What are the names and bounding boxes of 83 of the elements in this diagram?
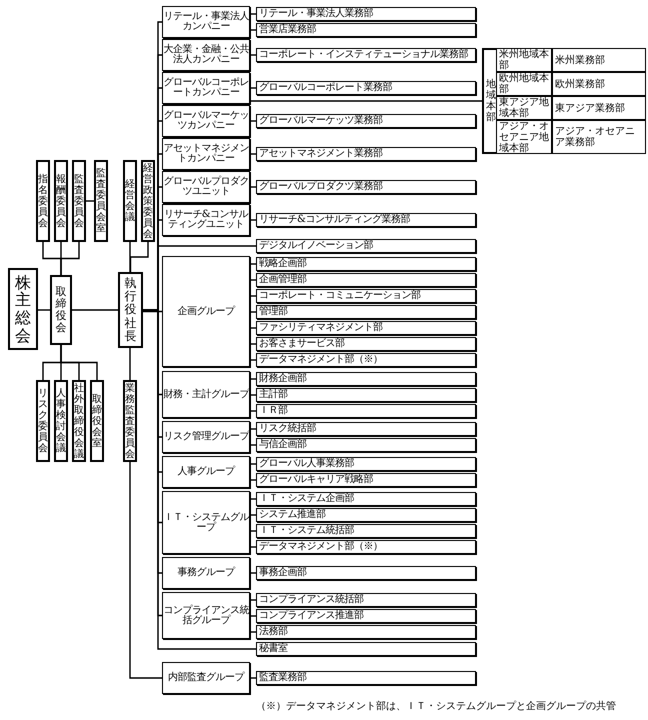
committee-box: 経営政策委員会: [141, 160, 155, 242]
region-cell: 欧州業務部: [552, 72, 646, 96]
department-box: 監査業務部: [256, 671, 476, 685]
department-box: リテール・事業法人業務部: [256, 7, 476, 21]
connector-line: [143, 310, 162, 312]
group-box: 大企業・金融・公共法人カンパニー: [162, 39, 250, 71]
vertical-label: 地域本部: [485, 78, 497, 125]
group-box: 事務グループ: [162, 557, 250, 589]
department-box: 営業店業務部: [256, 23, 476, 37]
connector-line: [60, 242, 80, 275]
department-box: デジタルイノベーション部: [256, 239, 476, 253]
department-box: ファシリティマネジメント部: [256, 321, 476, 335]
department-box: ＩＴ・システム企画部: [256, 492, 476, 506]
group-box: 企画グループ: [162, 256, 250, 367]
group-box: コンプライアンス統括グループ: [162, 592, 250, 639]
region-cell: 米州地域本部: [496, 48, 552, 72]
department-box: グローバル人事業務部: [256, 457, 476, 471]
department-box: グローバルマーケッツ業務部: [256, 114, 476, 128]
executive-box: 執行役社長: [118, 272, 143, 348]
department-box: 企画管理部: [256, 273, 476, 287]
department-box: ＩＴ・システム統括部: [256, 524, 476, 538]
committee-box: 取締役会室: [90, 380, 104, 462]
group-box: グローバルプロダクツユニット: [162, 171, 250, 203]
department-box: 法務部: [256, 625, 476, 639]
department-box: 財務企画部: [256, 372, 476, 386]
department-box: データマネジメント部（※）: [256, 540, 476, 554]
connector-line: [129, 348, 131, 380]
department-box: アセットマネジメント業務部: [256, 147, 476, 161]
group-box: 人事グループ: [162, 456, 250, 488]
department-box: 事務企画部: [256, 566, 476, 580]
connector-line: [130, 242, 149, 272]
committee-box: 社外取締役会議: [72, 380, 86, 462]
group-box: リサーチ&コンサルティングユニット: [162, 204, 250, 236]
department-box: リスク統括部: [256, 422, 476, 436]
department-box: データマネジメント部（※）: [256, 353, 476, 367]
group-box: グローバルコーポレートカンパニー: [162, 72, 250, 104]
group-box: 内部監査グループ: [162, 662, 250, 694]
region-cell: 米州業務部: [552, 48, 646, 72]
department-box: コンプライアンス統括部: [256, 593, 476, 607]
department-box: グローバルキャリア戦略部: [256, 473, 476, 487]
department-box: グローバルコーポレート業務部: [256, 81, 476, 95]
committee-box: 監査委員会室: [94, 160, 108, 242]
connector-line: [60, 345, 98, 380]
region-cell: アジア・オセアニア業務部: [552, 120, 646, 154]
region-cell: 東アジア業務部: [552, 96, 646, 120]
department-box: コンプライアンス推進部: [256, 609, 476, 623]
department-box: グローバルプロダクツ業務部: [256, 180, 476, 194]
department-box: コーポレート・インスティテューショナル業務部: [256, 48, 476, 62]
connector-line: [38, 309, 50, 311]
group-box: ＩＴ・システムグループ: [162, 491, 250, 554]
group-box: 財務・主計グループ: [162, 371, 250, 418]
board-box: 取締役会: [50, 275, 72, 345]
department-box: リサーチ&コンサルティング業務部: [256, 213, 476, 227]
committee-box: リスク委員会: [36, 380, 50, 462]
department-box: 主計部: [256, 388, 476, 402]
group-box: リテール・事業法人カンパニー: [162, 6, 250, 38]
region-panel: [482, 48, 646, 154]
committee-box: 人事検討会議: [54, 380, 68, 462]
group-box: リスク管理グループ: [162, 421, 250, 453]
region-cell: アジア・オセアニア地域本部: [496, 120, 552, 154]
group-box: アセットマネジメントカンパニー: [162, 138, 250, 170]
meeting-box: 株主総会: [8, 268, 38, 350]
committee-box: 業務監査委員会: [123, 380, 137, 462]
connector-line: [250, 100, 482, 102]
connector-line: [72, 309, 118, 311]
department-box: 戦略企画部: [256, 257, 476, 271]
committee-box: 指名委員会: [36, 160, 50, 242]
connector-line: [129, 462, 162, 679]
region-cell: 欧州地域本部: [496, 72, 552, 96]
department-box: ＩＲ部: [256, 404, 476, 418]
committee-box: 報酬委員会: [54, 160, 68, 242]
footnote: （※）データマネジメント部は、ＩＴ・システムグループと企画グループの共管: [256, 701, 616, 713]
department-box: 与信企画部: [256, 438, 476, 452]
region-cell: 東アジア地域本部: [496, 96, 552, 120]
committee-box: 監査委員会: [72, 160, 86, 242]
department-box: 管理部: [256, 305, 476, 319]
department-box: お客さまサービス部: [256, 337, 476, 351]
department-box: 秘書室: [256, 642, 476, 656]
committee-box: 経営会議: [123, 160, 137, 242]
department-box: システム推進部: [256, 508, 476, 522]
group-box: グローバルマーケッツカンパニー: [162, 105, 250, 137]
department-box: コーポレート・コミュニケーション部: [256, 289, 476, 303]
connector-line: [129, 242, 131, 272]
